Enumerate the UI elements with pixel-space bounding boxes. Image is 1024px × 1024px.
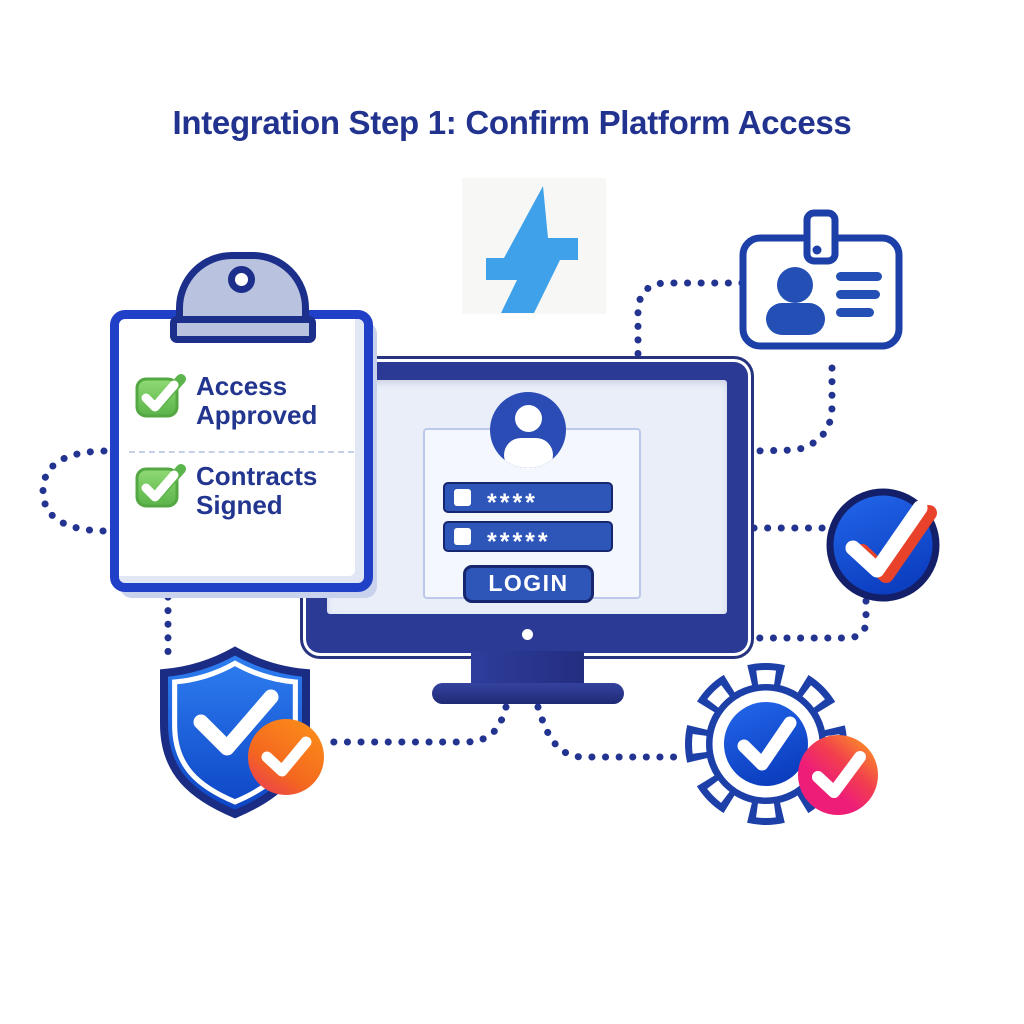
- gear-center-circle: [724, 702, 808, 786]
- shield-check-icon: [164, 651, 306, 814]
- field-square-icon: [454, 489, 471, 506]
- checkbox-checked-icon: [135, 464, 186, 508]
- connector-clipboard-left-loop: [39, 447, 108, 535]
- checklist-item-access: Access Approved: [134, 371, 338, 431]
- field-square-icon: [454, 528, 471, 545]
- monitor-stand-base: [432, 683, 624, 704]
- check-mark: [812, 751, 866, 798]
- badge-clip: [803, 209, 839, 265]
- connector-badge-to-monitor-top: [634, 279, 746, 363]
- check-mark: [737, 716, 797, 771]
- badge-user-icon: [766, 267, 825, 335]
- login-button[interactable]: LOGIN: [463, 565, 594, 603]
- connector-monitor-to-gear: [534, 703, 691, 761]
- webcam-dot-icon: [522, 629, 533, 640]
- checklist-item-contracts: Contracts Signed: [134, 461, 338, 521]
- password-field-2[interactable]: *****: [443, 521, 613, 554]
- checklist-label: Access Approved: [196, 371, 318, 431]
- orange-check-badge-icon: [248, 719, 324, 795]
- connector-monitor-to-shield-badge: [327, 703, 510, 746]
- page-title: Integration Step 1: Confirm Platform Acc…: [172, 104, 852, 141]
- check-mark: [193, 689, 279, 756]
- verified-check-circle-icon: [826, 488, 940, 602]
- check-mark: [261, 736, 312, 777]
- id-badge-icon: [739, 209, 903, 350]
- monitor-stand-neck: [471, 651, 584, 685]
- connector-check-circle-to-monitor: [752, 597, 870, 642]
- check-red-accent: [854, 505, 937, 583]
- avatar-head: [515, 405, 542, 432]
- checklist-divider: [129, 451, 354, 453]
- check-mark: [845, 500, 928, 578]
- user-avatar-icon: [490, 392, 566, 468]
- checkbox-checked-icon: [135, 374, 186, 418]
- lightning-icon: [462, 178, 606, 314]
- password-field-1[interactable]: ****: [443, 482, 613, 515]
- avatar-shoulders: [504, 438, 553, 468]
- pink-check-badge-icon: [798, 735, 878, 815]
- badge-text-lines: [836, 272, 882, 317]
- clipboard-clip-base: [170, 316, 316, 343]
- connector-badge-to-monitor-right: [750, 364, 836, 455]
- clipboard-clip-hole: [228, 266, 255, 293]
- checklist-label: Contracts Signed: [196, 461, 318, 521]
- gear-check-icon: [685, 663, 847, 825]
